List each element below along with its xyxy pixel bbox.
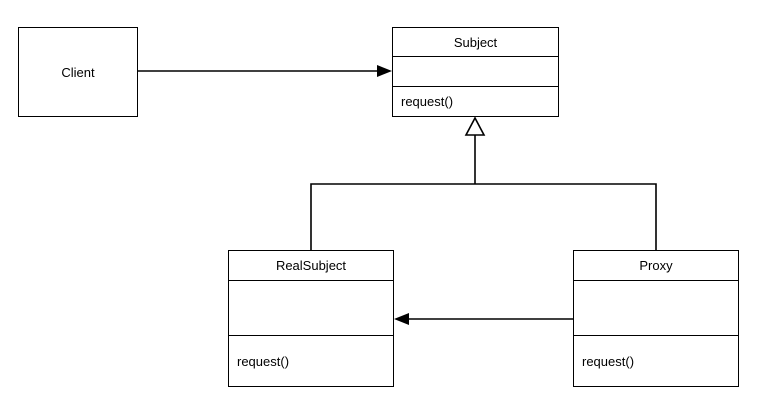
proxy-operation: request() — [582, 353, 635, 369]
realsubject-class-name: RealSubject — [229, 251, 393, 281]
generalization-triangle — [464, 116, 486, 136]
client-box: Client — [18, 27, 138, 117]
proxy-operations-section: request() — [574, 336, 738, 386]
proxy-class-box: Proxy request() — [573, 250, 739, 387]
realsubject-operation: request() — [237, 353, 290, 369]
subject-attributes-section — [393, 57, 558, 87]
subject-operation: request() — [401, 94, 454, 109]
client-label: Client — [61, 64, 95, 80]
client-subject-arrowhead — [377, 65, 392, 77]
proxy-class-name: Proxy — [574, 251, 738, 281]
generalization-branch-line — [310, 183, 657, 250]
realsubject-class-box: RealSubject request() — [228, 250, 394, 387]
proxy-attributes-section — [574, 281, 738, 336]
subject-class-box: Subject request() — [392, 27, 559, 117]
proxy-realsubject-arrowhead — [394, 313, 409, 325]
subject-class-name: Subject — [393, 28, 558, 57]
realsubject-attributes-section — [229, 281, 393, 336]
realsubject-operations-section: request() — [229, 336, 393, 386]
subject-operations-section: request() — [393, 87, 558, 116]
